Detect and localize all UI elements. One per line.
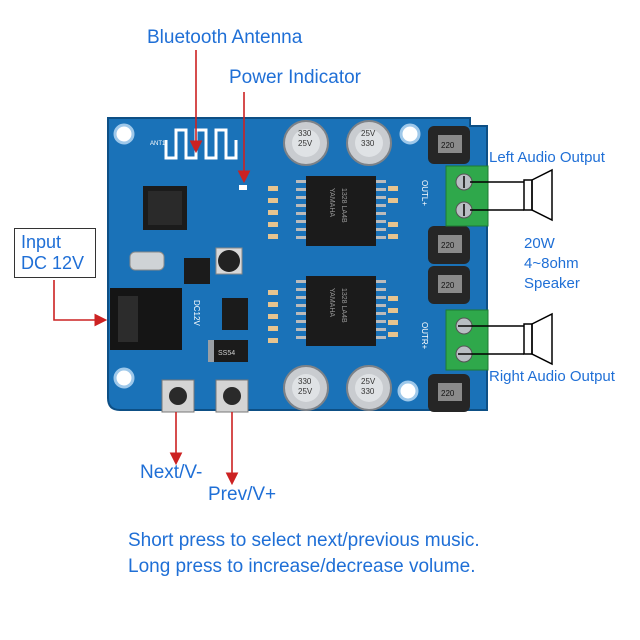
svg-text:DC12V: DC12V — [192, 300, 201, 326]
svg-text:25V: 25V — [361, 377, 376, 386]
right-audio-output-label: Right Audio Output — [489, 368, 615, 385]
input-label-box: Input DC 12V — [14, 228, 96, 278]
instruction-short-press: Short press to select next/previous musi… — [128, 530, 480, 551]
instructions: Short press to select next/previous musi… — [128, 528, 480, 580]
svg-text:25V: 25V — [298, 387, 313, 396]
svg-text:YAMAHA: YAMAHA — [328, 188, 335, 217]
svg-text:330: 330 — [361, 387, 375, 396]
bluetooth-antenna-label: Bluetooth Antenna — [147, 27, 303, 48]
callout-arrows — [53, 50, 251, 486]
capacitor-bottom-left: 330 25V — [283, 365, 329, 411]
svg-text:OUTR+: OUTR+ — [420, 322, 429, 350]
terminal-right-output: OUTR+ — [420, 309, 489, 371]
crystal — [129, 251, 165, 271]
svg-text:220: 220 — [441, 141, 455, 150]
diode: SS54 — [208, 340, 248, 362]
inductor-4: 220 — [428, 374, 470, 412]
regulator-chip — [184, 258, 210, 284]
antenna-trace: ANT1 — [150, 128, 238, 160]
svg-text:220: 220 — [441, 281, 455, 290]
svg-text:25V: 25V — [298, 139, 313, 148]
power-led — [239, 185, 247, 190]
instruction-long-press: Long press to increase/decrease volume. — [128, 556, 476, 577]
small-ic — [222, 298, 248, 330]
power-indicator-label: Power Indicator — [229, 67, 362, 88]
capacitor-top-left: 330 25V — [283, 120, 329, 166]
svg-text:25V: 25V — [361, 129, 376, 138]
amplifier-ic-bottom: YAMAHA 1328 LA4B — [296, 276, 386, 346]
speaker-left-icon — [470, 168, 553, 222]
capacitor-bottom-right: 25V 330 — [346, 365, 392, 411]
prev-button-part — [215, 379, 249, 413]
speaker-impedance-label: 4~8ohm — [524, 255, 579, 272]
inductor-1: 220 — [428, 126, 470, 164]
amplifier-ic-top: YAMAHA 1328 LA4B — [296, 176, 386, 246]
speaker-right-icon — [470, 312, 553, 366]
left-audio-output-label: Left Audio Output — [489, 149, 605, 166]
input-label: Input — [21, 232, 62, 252]
svg-text:330: 330 — [361, 139, 375, 148]
dc-jack: DC12V — [110, 288, 201, 350]
svg-text:220: 220 — [441, 389, 455, 398]
svg-text:1328 LA4B: 1328 LA4B — [340, 188, 347, 223]
svg-text:330: 330 — [298, 129, 312, 138]
inductor-3: 220 — [428, 266, 470, 304]
svg-text:SS54: SS54 — [218, 350, 235, 357]
smd-components — [268, 186, 398, 343]
svg-text:YAMAHA: YAMAHA — [328, 288, 335, 317]
next-button-label: Next/V- — [140, 462, 203, 483]
speaker-power-label: 20W — [524, 235, 555, 252]
bluetooth-chip — [143, 186, 187, 230]
svg-text:220: 220 — [441, 241, 455, 250]
svg-text:330: 330 — [298, 377, 312, 386]
inductor-2: 220 — [428, 226, 470, 264]
svg-text:OUTL+: OUTL+ — [420, 180, 429, 206]
input-voltage-label: DC 12V — [21, 253, 85, 273]
svg-text:1328 LA4B: 1328 LA4B — [340, 288, 347, 323]
next-button-part — [161, 379, 195, 413]
speaker-label: Speaker — [524, 275, 580, 292]
svg-text:ANT1: ANT1 — [150, 141, 166, 147]
capacitor-top-right: 25V 330 — [346, 120, 392, 166]
prev-button-label: Prev/V+ — [208, 484, 277, 505]
smd-capacitor — [215, 247, 243, 275]
